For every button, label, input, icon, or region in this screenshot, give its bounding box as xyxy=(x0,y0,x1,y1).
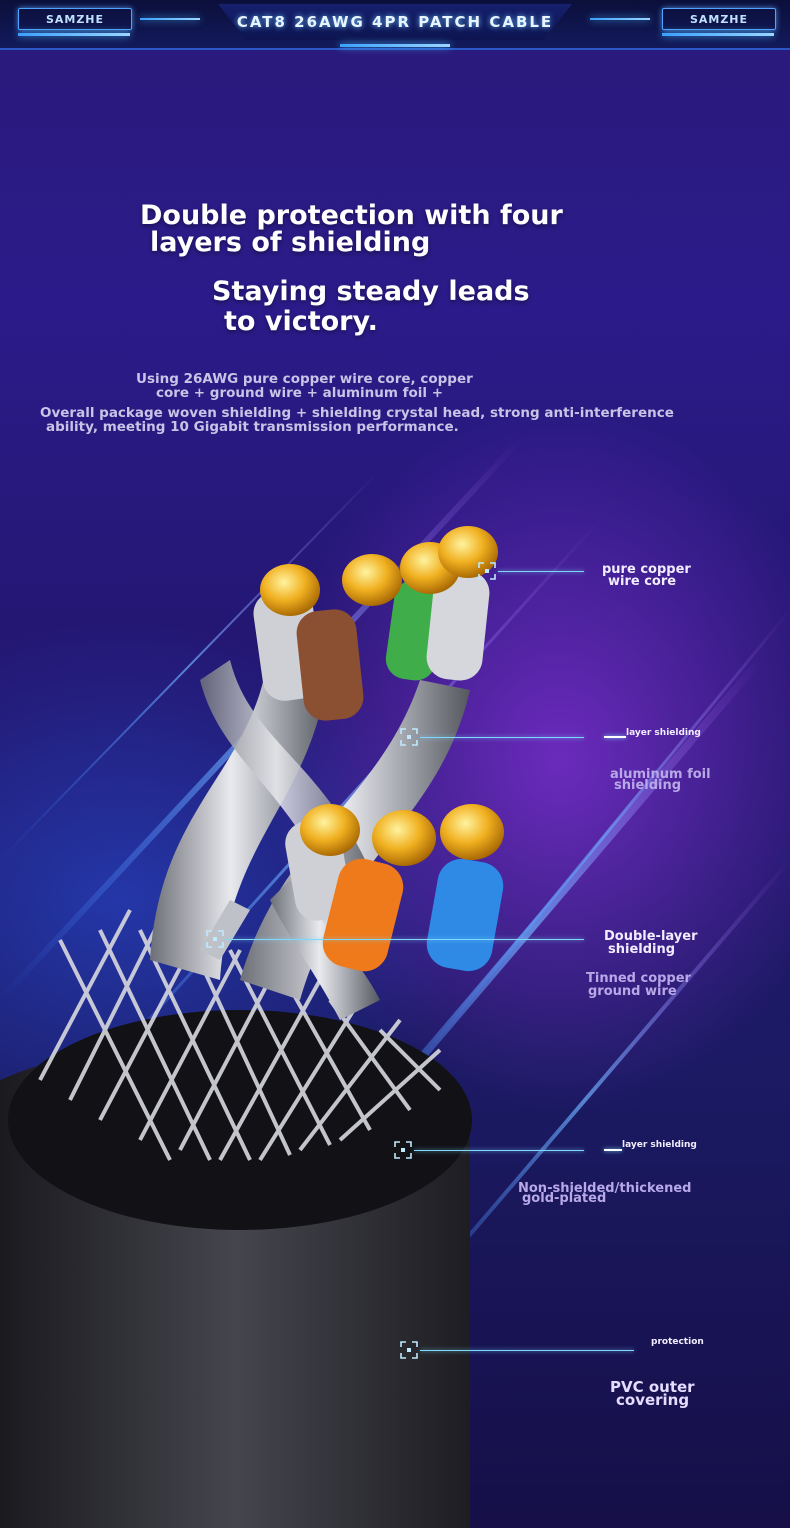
cable-illustration xyxy=(0,440,790,1528)
headline-line-3: Staying steady leads xyxy=(212,276,530,307)
brand-right-label: SAMZHE xyxy=(689,12,749,26)
description-line-1: Using 26AWG pure copper wire core, coppe… xyxy=(136,371,473,387)
callout-marker-braid xyxy=(394,1141,412,1159)
banner-accent-right xyxy=(590,18,650,20)
banner-title: CAT8 26AWG 4PR PATCH CABLE xyxy=(236,13,554,31)
description-line-4: ability, meeting 10 Gigabit transmission… xyxy=(46,419,459,435)
label-double-line-2: shielding xyxy=(608,942,676,957)
label-nonshielded-line-2: gold-plated xyxy=(522,1191,607,1206)
label-protection: protection xyxy=(651,1337,704,1347)
brand-badge-right: SAMZHE xyxy=(662,8,776,30)
insulated-wires xyxy=(253,569,504,972)
headline-line-2: layers of shielding xyxy=(150,227,431,258)
label-tinned-line-2: ground wire xyxy=(588,984,677,999)
label-layer-shielding-2: layer shielding xyxy=(622,1140,697,1150)
label-nonshielded-line-1: Non-shielded/thickened xyxy=(518,1181,692,1196)
callout-line-copper xyxy=(498,571,584,572)
banner-glow-right xyxy=(662,33,774,36)
callout-dash-aluminum xyxy=(604,736,626,738)
label-copper-line-2: wire core xyxy=(608,574,677,589)
callout-line-ground xyxy=(226,939,584,940)
banner-accent-left xyxy=(140,18,200,20)
label-double-line-1: Double-layer xyxy=(604,929,698,944)
callout-marker-copper xyxy=(478,562,496,580)
brand-badge-left: SAMZHE xyxy=(18,8,132,30)
callout-marker-pvc xyxy=(400,1341,418,1359)
headline-line-1: Double protection with four xyxy=(140,200,563,231)
label-copper-line-1: pure copper xyxy=(602,562,691,577)
pvc-jacket xyxy=(0,1010,472,1528)
braided-shield xyxy=(38,909,442,1162)
ground-wire xyxy=(200,900,250,960)
label-tinned-line-1: Tinned copper xyxy=(586,971,691,986)
callout-line-aluminum xyxy=(420,737,584,738)
callout-marker-aluminum xyxy=(400,728,418,746)
copper-cores xyxy=(260,526,504,866)
banner-glow-center xyxy=(340,44,450,47)
callout-dash-braid xyxy=(604,1149,622,1151)
label-aluminum-line-2: shielding xyxy=(614,778,682,793)
description-line-2: core + ground wire + aluminum foil + xyxy=(156,385,444,401)
description-line-3: Overall package woven shielding + shield… xyxy=(40,405,674,421)
banner-glow-left xyxy=(18,33,130,36)
label-pvc-line-1: PVC outer xyxy=(610,1378,695,1396)
callout-marker-ground xyxy=(206,930,224,948)
callout-line-pvc xyxy=(420,1350,634,1351)
banner-title-plate: CAT8 26AWG 4PR PATCH CABLE xyxy=(218,4,572,40)
headline-line-4: to victory. xyxy=(224,306,378,337)
callout-line-braid xyxy=(414,1150,584,1151)
label-pvc-line-2: covering xyxy=(616,1391,690,1409)
label-layer-shielding-1: layer shielding xyxy=(626,728,701,738)
top-banner: SAMZHE CAT8 26AWG 4PR PATCH CABLE SAMZHE xyxy=(0,0,790,50)
brand-left-label: SAMZHE xyxy=(45,12,105,26)
label-aluminum-line-1: aluminum foil xyxy=(610,767,711,782)
